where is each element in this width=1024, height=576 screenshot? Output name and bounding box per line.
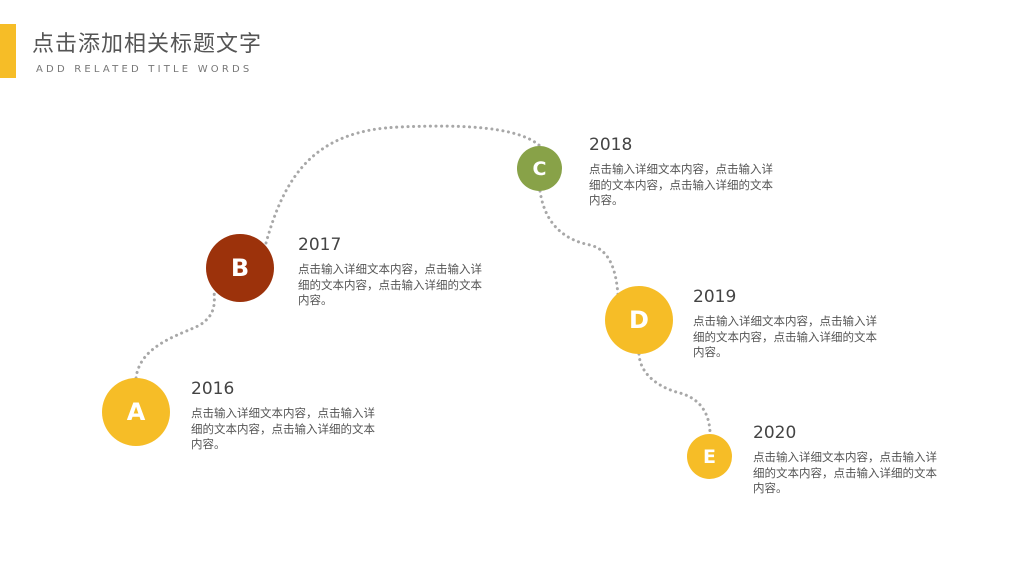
milestone-node-d: D [605, 286, 673, 354]
milestone-description: 点击输入详细文本内容，点击输入详细的文本内容，点击输入详细的文本内容。 [298, 262, 482, 307]
milestone-node-c: C [517, 146, 562, 191]
milestone-description: 点击输入详细文本内容，点击输入详细的文本内容，点击输入详细的文本内容。 [589, 162, 773, 207]
milestone-year: 2020 [753, 423, 797, 443]
milestone-node-b: B [206, 234, 274, 302]
milestone-entry-2016: 2016 点击输入详细文本内容，点击输入详细的文本内容，点击输入详细的文本内容。 [191, 379, 381, 453]
page-title: 点击添加相关标题文字 [32, 32, 263, 57]
milestone-entry-2020: 2020 点击输入详细文本内容，点击输入详细的文本内容，点击输入详细的文本内容。 [753, 423, 943, 497]
milestone-year: 2017 [298, 235, 342, 255]
title-accent-bar [0, 24, 16, 78]
path-segment-a-b [134, 288, 216, 380]
milestone-entry-2019: 2019 点击输入详细文本内容，点击输入详细的文本内容，点击输入详细的文本内容。 [693, 287, 883, 361]
page-subtitle: ADD RELATED TITLE WORDS [36, 64, 253, 75]
milestone-year: 2019 [693, 287, 737, 307]
milestone-entry-2017: 2017 点击输入详细文本内容，点击输入详细的文本内容，点击输入详细的文本内容。 [298, 235, 488, 309]
milestone-year: 2018 [589, 135, 633, 155]
milestone-node-e: E [687, 434, 732, 479]
milestone-year: 2016 [191, 379, 235, 399]
milestone-description: 点击输入详细文本内容，点击输入详细的文本内容，点击输入详细的文本内容。 [693, 314, 877, 359]
milestone-node-a: A [102, 378, 170, 446]
milestone-description: 点击输入详细文本内容，点击输入详细的文本内容，点击输入详细的文本内容。 [191, 406, 375, 451]
milestone-description: 点击输入详细文本内容，点击输入详细的文本内容，点击输入详细的文本内容。 [753, 450, 937, 495]
milestone-entry-2018: 2018 点击输入详细文本内容，点击输入详细的文本内容，点击输入详细的文本内容。 [589, 135, 779, 209]
path-segment-d-e [637, 352, 712, 436]
path-segment-b-c [264, 124, 542, 245]
path-segment-c-d [538, 189, 620, 297]
